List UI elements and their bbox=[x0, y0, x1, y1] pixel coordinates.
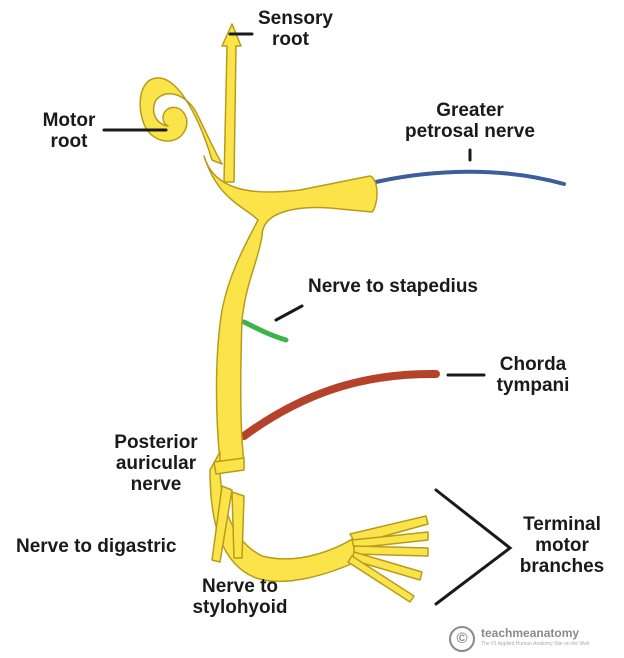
label-nerve-to-stylohyoid: Nerve to stylohyoid bbox=[180, 576, 300, 618]
stapedius-nerve bbox=[244, 322, 286, 340]
label-sensory-root: Sensory root bbox=[258, 8, 333, 50]
credit-tagline: The #1 Applied Human Anatomy Site on the… bbox=[481, 641, 590, 647]
credit-brand: teachmeanatomy bbox=[481, 626, 579, 640]
label-nerve-to-digastric: Nerve to digastric bbox=[16, 536, 177, 557]
label-chorda-tympani: Chorda tympani bbox=[478, 354, 588, 396]
label-posterior-auricular-nerve: Posterior auricular nerve bbox=[96, 432, 216, 495]
label-motor-root: Motor root bbox=[34, 110, 104, 152]
copyright-icon: © bbox=[449, 626, 475, 652]
greater-petrosal-nerve bbox=[376, 172, 564, 184]
label-terminal-motor-branches: Terminal motor branches bbox=[510, 514, 614, 577]
leader-terminal-branches bbox=[436, 490, 510, 604]
leader-stapedius bbox=[276, 306, 302, 320]
chorda-tympani-nerve bbox=[244, 374, 436, 436]
label-greater-petrosal-nerve: Greater petrosal nerve bbox=[380, 100, 560, 142]
label-nerve-to-stapedius: Nerve to stapedius bbox=[308, 276, 478, 297]
